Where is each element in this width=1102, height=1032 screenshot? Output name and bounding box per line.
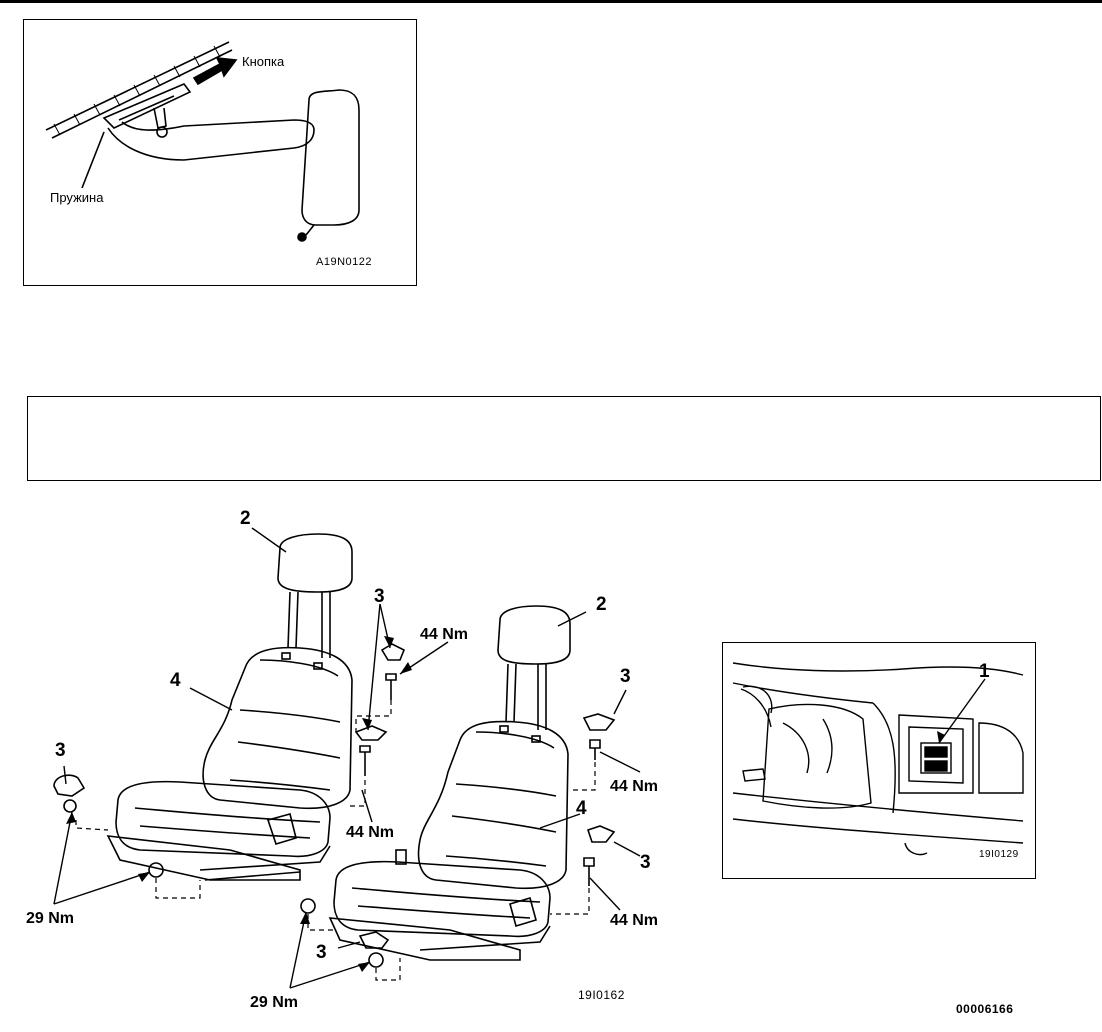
torque-label-right-mid: 44 Nm: [610, 778, 659, 795]
torque-label-top: 44 Nm: [420, 626, 469, 643]
cover-label-top: 3: [374, 586, 385, 607]
note-box: [27, 396, 1101, 481]
left-seat-drawing: [106, 533, 353, 881]
right-seat-drawing: [328, 605, 571, 961]
fasteners-drawing: [53, 643, 616, 968]
switch-figure-code: 19I0129: [979, 849, 1019, 860]
cover-label-bottom: 3: [316, 942, 327, 963]
button-label: Кнопка: [242, 54, 285, 69]
headrest-mechanism-drawing: [45, 41, 360, 242]
cover-label-left: 3: [55, 740, 66, 761]
switch-label: 1: [979, 661, 990, 682]
page-code: 00006166: [956, 1002, 1014, 1016]
headrest-removal-figure: Кнопка Пружина A19N0122: [23, 19, 417, 286]
cover-label-right-mid: 3: [640, 852, 651, 873]
torque-label-center-bottom: 29 Nm: [250, 994, 299, 1011]
figure-code: A19N0122: [316, 256, 372, 268]
cover-label-right-top: 3: [620, 666, 631, 687]
torque-label-right-bottom: 44 Nm: [610, 912, 659, 929]
console-switch-drawing: [732, 662, 1024, 856]
seats-figure-code: 19I0162: [578, 988, 625, 1002]
headrest-label-right: 2: [596, 594, 607, 615]
spring-label: Пружина: [50, 190, 104, 205]
seat-label-left: 4: [170, 670, 181, 691]
seat-label-right: 4: [576, 798, 587, 819]
seat-switch-figure: 1 19I0129: [722, 642, 1036, 879]
top-rule: [0, 0, 1102, 3]
headrest-label-left: 2: [240, 508, 251, 529]
leader-lines: [53, 527, 641, 989]
dashed-guides: [75, 700, 596, 981]
torque-label-left-mid: 44 Nm: [346, 824, 395, 841]
torque-label-left-bottom: 29 Nm: [26, 910, 75, 927]
